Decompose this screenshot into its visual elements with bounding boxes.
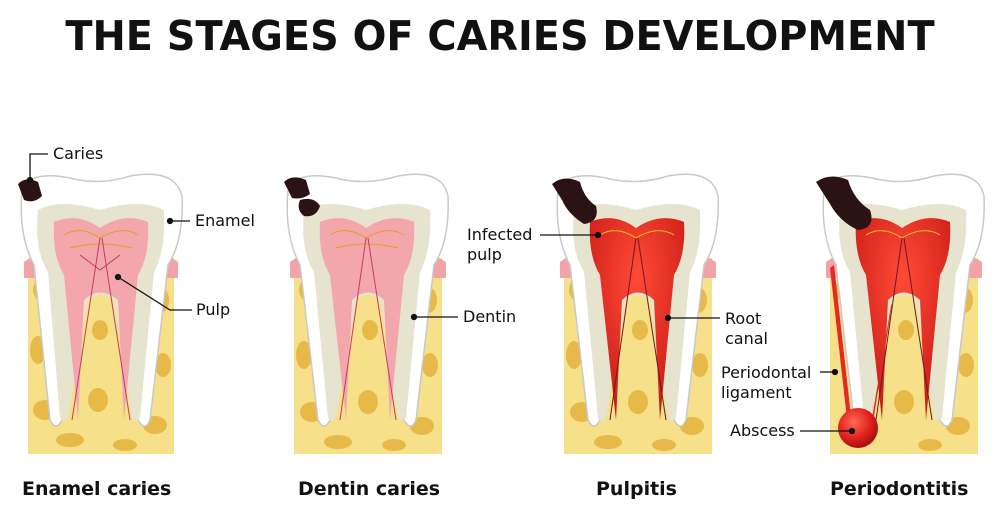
label-root-canal-2: canal [725,329,768,348]
caries-cavity [816,176,872,230]
pulp [319,218,415,420]
label-periodontal-ligament-2: ligament [721,383,792,402]
label-root-canal-1: Root [725,309,762,328]
vessels [609,237,667,421]
periodontal-ligament [830,265,892,437]
label-infected-pulp-1: Infected [467,225,533,244]
caries-spot [284,177,310,199]
label-enamel: Enamel [195,211,255,230]
caries-spot-deep [298,198,320,217]
vessels [71,237,131,421]
stage-label-pulpitis: Pulpitis [596,478,677,500]
infected-pulp [855,218,951,420]
stage-label-periodontitis: Periodontitis [830,478,969,500]
stage-label-dentin-caries: Dentin caries [298,478,441,500]
pointer-lines [26,153,856,435]
caries-cavity [552,178,597,224]
diagram-title: THE STAGES OF CARIES DEVELOPMENT [65,12,935,60]
tooth-dentin-caries [284,173,449,454]
tooth-enamel-caries [18,173,183,454]
tooth-pulpitis [552,173,719,454]
label-dentin: Dentin [463,307,517,326]
vessels [339,237,397,421]
label-pulp: Pulp [196,300,231,319]
pulp [53,218,149,420]
label-abscess: Abscess [730,421,795,440]
infected-pulp [589,218,685,420]
stage-label-enamel-caries: Enamel caries [22,478,172,500]
abscess [838,408,878,448]
caries-spot [18,179,42,202]
vessels [875,237,933,421]
label-infected-pulp-2: pulp [467,245,502,264]
label-caries: Caries [53,144,104,163]
tooth-periodontitis [816,173,985,454]
label-periodontal-ligament-1: Periodontal [721,363,812,382]
